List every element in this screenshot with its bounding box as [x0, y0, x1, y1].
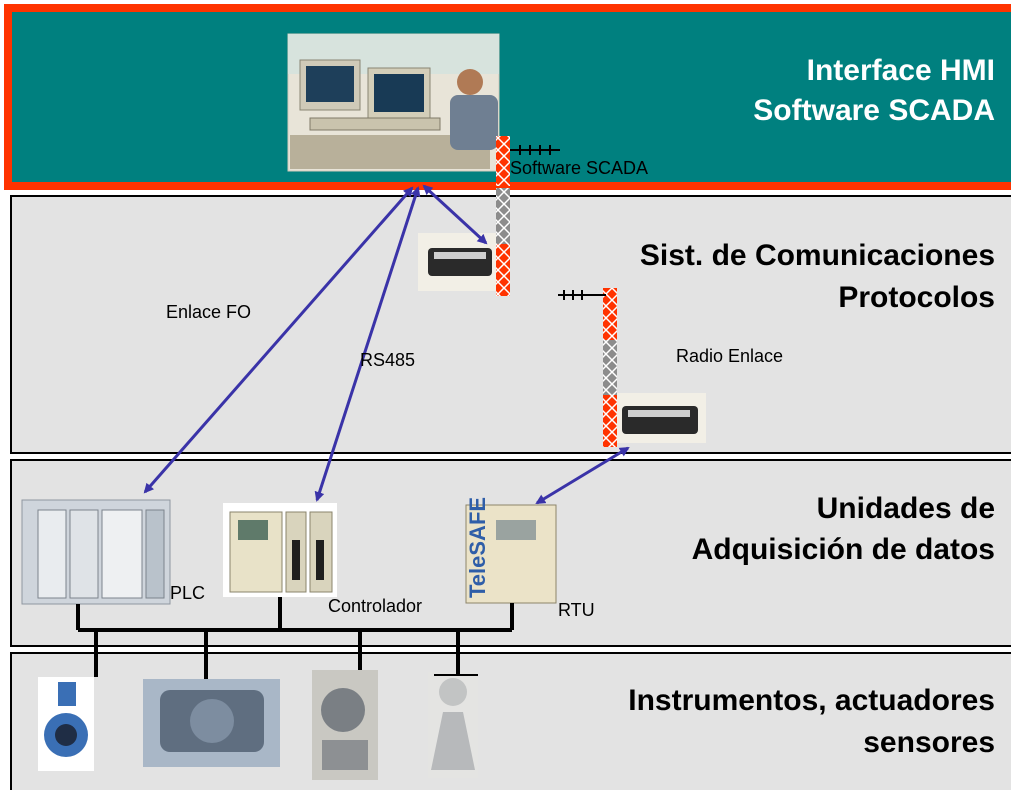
layer-comm-title-line1: Sist. de Comunicaciones	[639, 239, 995, 272]
plc-image	[21, 499, 171, 605]
layer-hmi-title-line1: Interface HMI	[806, 54, 995, 87]
flowmeter-image	[38, 677, 94, 771]
rtu-device-text: TeleSAFE	[465, 497, 490, 598]
controller-image	[223, 503, 337, 597]
label-rtu: RTU	[558, 600, 595, 620]
rtu-image: TeleSAFE	[465, 497, 557, 604]
label-radio-link: Radio Enlace	[676, 346, 784, 366]
arrow-modem	[422, 184, 488, 245]
valve-actuator-image	[143, 679, 280, 767]
link-arrows	[143, 184, 630, 505]
arrow-radio-rtu	[535, 446, 630, 505]
label-controller: Controlador	[328, 596, 423, 616]
label-rs485: RS485	[360, 350, 416, 370]
layer-field-title-line1: Instrumentos, actuadores	[628, 684, 995, 717]
label-plc: PLC	[170, 583, 206, 603]
layer-daq-title-line1: Unidades de	[816, 492, 995, 525]
layer-daq-title-line2: Adquisición de datos	[691, 533, 995, 566]
layer-field-title-line2: sensores	[863, 726, 995, 759]
operator-workstation-image	[287, 33, 500, 172]
antenna-tower-radio	[558, 288, 617, 447]
level-radar-image	[428, 672, 478, 778]
arrow-rs485	[314, 186, 421, 502]
pressure-transmitter-image	[312, 670, 378, 780]
field-bus	[76, 597, 514, 679]
antenna-tower-scada	[496, 136, 560, 296]
label-scada-antenna: Software SCADA	[510, 158, 649, 178]
radio-modem-image	[614, 393, 706, 443]
layer-comm-title-line2: Protocolos	[838, 281, 995, 314]
label-fiber-link: Enlace FO	[166, 302, 252, 322]
arrow-fiber-link	[143, 186, 414, 494]
layer-hmi-title-line2: Software SCADA	[753, 94, 995, 127]
